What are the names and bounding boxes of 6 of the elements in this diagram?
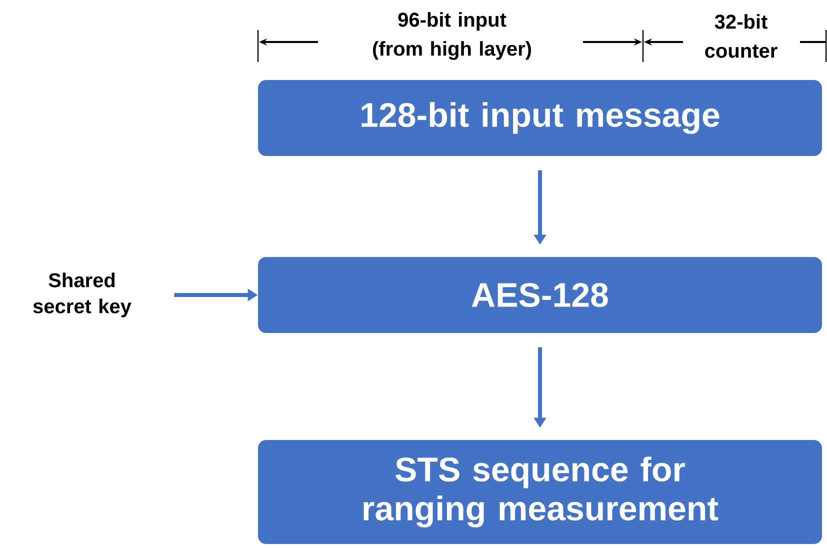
process-box: AES-128 [258,257,822,333]
input-label: Shared secret key [33,272,132,318]
process-box: STS sequence for ranging measurement [258,440,822,544]
dimension-label: 32-bit counter [705,14,778,58]
dimension-label: 96-bit input (from high layer) [373,12,531,60]
process-box: 128-bit input message [258,80,822,156]
